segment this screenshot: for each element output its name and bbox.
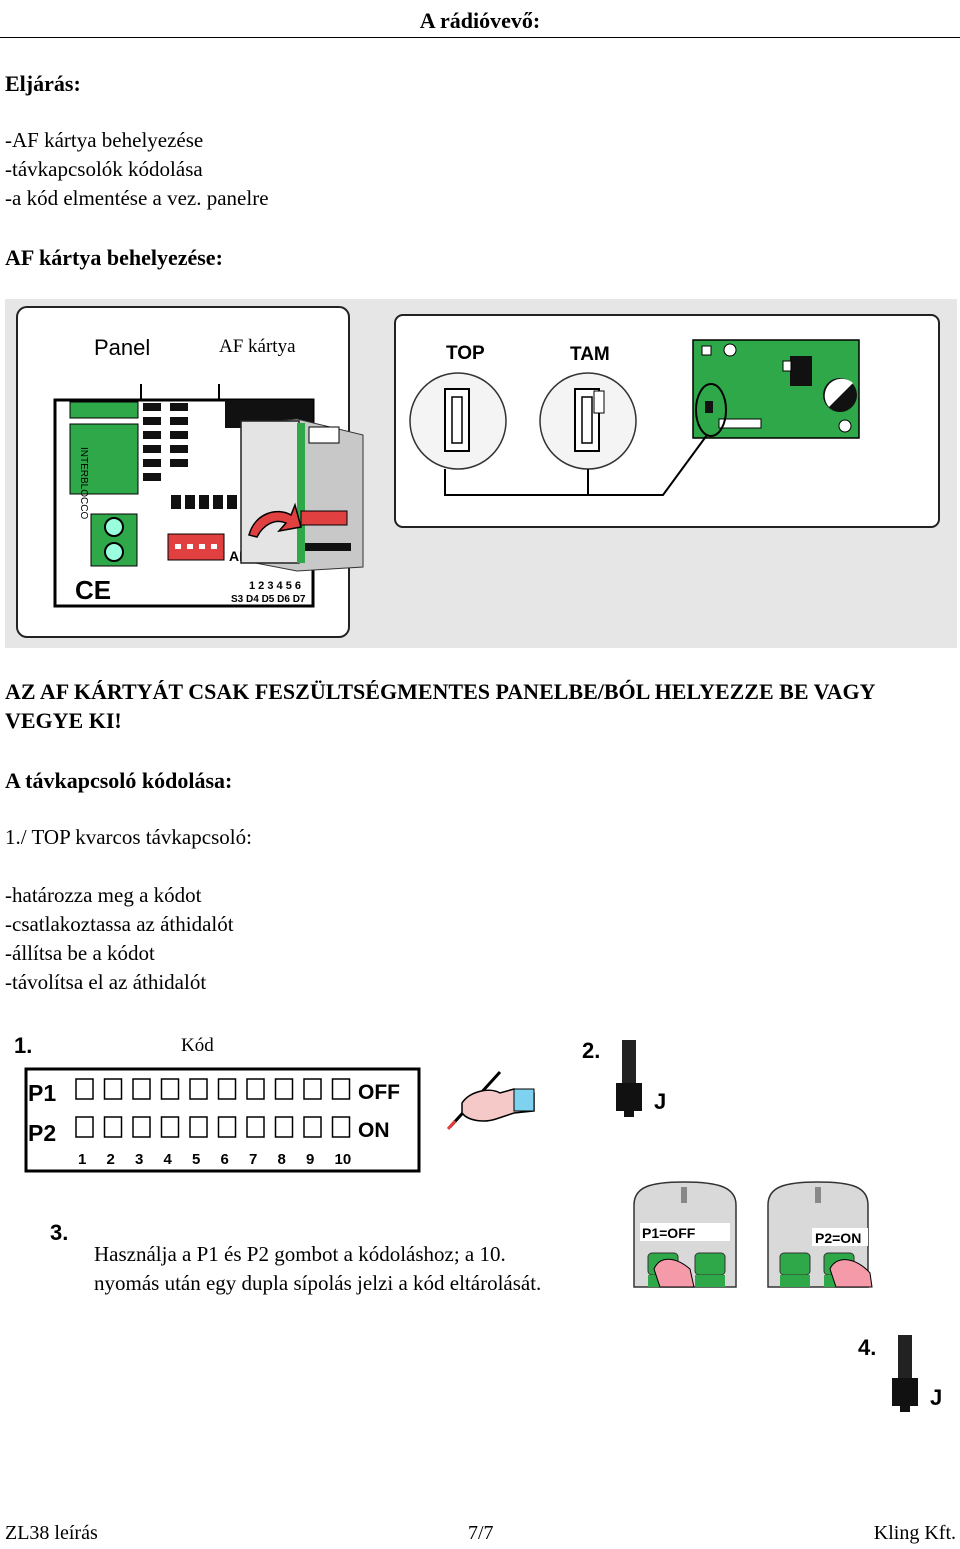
code-number: 7 [249,1151,257,1168]
p2-code-box [103,1116,123,1138]
code-boxes [75,1078,351,1138]
off-label: OFF [358,1081,400,1104]
procedure-step: -távkapcsolók kódolása [5,157,203,181]
remote-p2-on: P2=ON [767,1181,873,1288]
step1-label: 1. [14,1033,32,1058]
warning-text: AZ AF KÁRTYÁT CSAK FESZÜLTSÉGMENTES PANE… [5,679,875,733]
footer-left: ZL38 leírás [5,1522,98,1544]
procedure-step: -a kód elmentése a vez. panelre [5,186,269,210]
af-card-figure: Panel AF kártya INTERBLOCCO AF CE 1 [5,299,957,648]
remote-step: -távolítsa el az áthidalót [5,970,207,994]
p1-code-box [103,1078,123,1100]
jumper-icon [616,1040,642,1117]
code-number: 3 [135,1151,143,1168]
page-number: 7/7 [468,1522,494,1544]
p1-code-box [303,1078,322,1100]
p2-on-label: P2=ON [815,1230,861,1246]
af-card-label: AF kártya [219,336,296,357]
step2-label: 2. [582,1038,600,1063]
p1-off-label: P1=OFF [642,1225,696,1241]
step3-text: Használja a P1 és P2 gombot a kódoláshoz… [94,1242,542,1295]
interblocco-label: INTERBLOCCO [78,447,89,519]
header-rule [0,37,960,38]
footer-right: Kling Kft. [873,1522,956,1544]
p2-code-box [303,1116,322,1138]
p1-code-box [274,1078,294,1100]
p1-label: P1 [28,1080,56,1106]
ce-mark: CE [75,575,111,605]
code-number: 2 [107,1151,115,1168]
hand-pen-icon [446,1070,535,1130]
remote-section-heading: A távkapcsoló kódolása: [5,768,233,793]
procedure-heading: Eljárás: [5,71,81,96]
remote-step: -csatlakoztassa az áthidalót [5,912,234,936]
code-number: 1 [78,1151,86,1168]
p2-code-box [189,1116,208,1138]
p1-code-box [75,1078,94,1100]
step4-label: 4. [858,1335,876,1360]
p2-code-box [331,1116,351,1138]
code-number: 9 [306,1151,314,1168]
p1-code-box [160,1078,180,1100]
procedure-step: -AF kártya behelyezése [5,128,204,152]
remote-step: -állítsa be a kódot [5,941,155,965]
p2-code-box [132,1116,151,1138]
remote-subheading: 1./ TOP kvarcos távkapcsoló: [5,825,252,849]
code-number: 10 [335,1151,352,1168]
jumper-label: J [654,1089,666,1114]
dip-numbers: 1 2 3 4 5 6 [249,580,301,592]
insertion-arrow [248,502,302,538]
p2-code-box [217,1116,237,1138]
code-number: 8 [278,1151,286,1168]
jumper-icon-2 [892,1335,918,1412]
on-label: ON [358,1119,390,1142]
code-number: 4 [164,1151,173,1168]
af-section-heading: AF kártya behelyezése: [5,245,223,270]
tam-label: TAM [570,344,610,365]
page-header-title: A rádióvevő: [419,8,541,33]
remote-p1-off: P1=OFF [633,1181,737,1288]
p2-label: P2 [28,1120,56,1146]
panel-label: Panel [94,335,150,360]
remote-step: -határozza meg a kódot [5,883,202,907]
jumper-label-2: J [930,1385,942,1410]
code-number: 6 [221,1151,229,1168]
af-card [240,420,300,564]
p2-code-box [160,1116,180,1138]
code-number: 5 [192,1151,200,1168]
p1-code-box [246,1078,265,1100]
p1-code-box [189,1078,208,1100]
dip-codes: S3 D4 D5 D6 D7 [231,594,306,605]
top-label: TOP [446,343,485,364]
coding-figure: 1. Kód P1 P2 1 2 3 4 5 6 7 8 9 10 OFF ON 2. J 3. [0,1025,960,1425]
code-label: Kód [181,1035,214,1056]
p1-code-box [217,1078,237,1100]
p1-code-box [132,1078,151,1100]
p2-code-box [274,1116,294,1138]
step3-label: 3. [50,1220,68,1245]
p2-code-box [246,1116,265,1138]
p2-code-box [75,1116,94,1138]
p1-code-box [331,1078,351,1100]
code-numbers: 1 2 3 4 5 6 7 8 9 10 [78,1151,351,1168]
